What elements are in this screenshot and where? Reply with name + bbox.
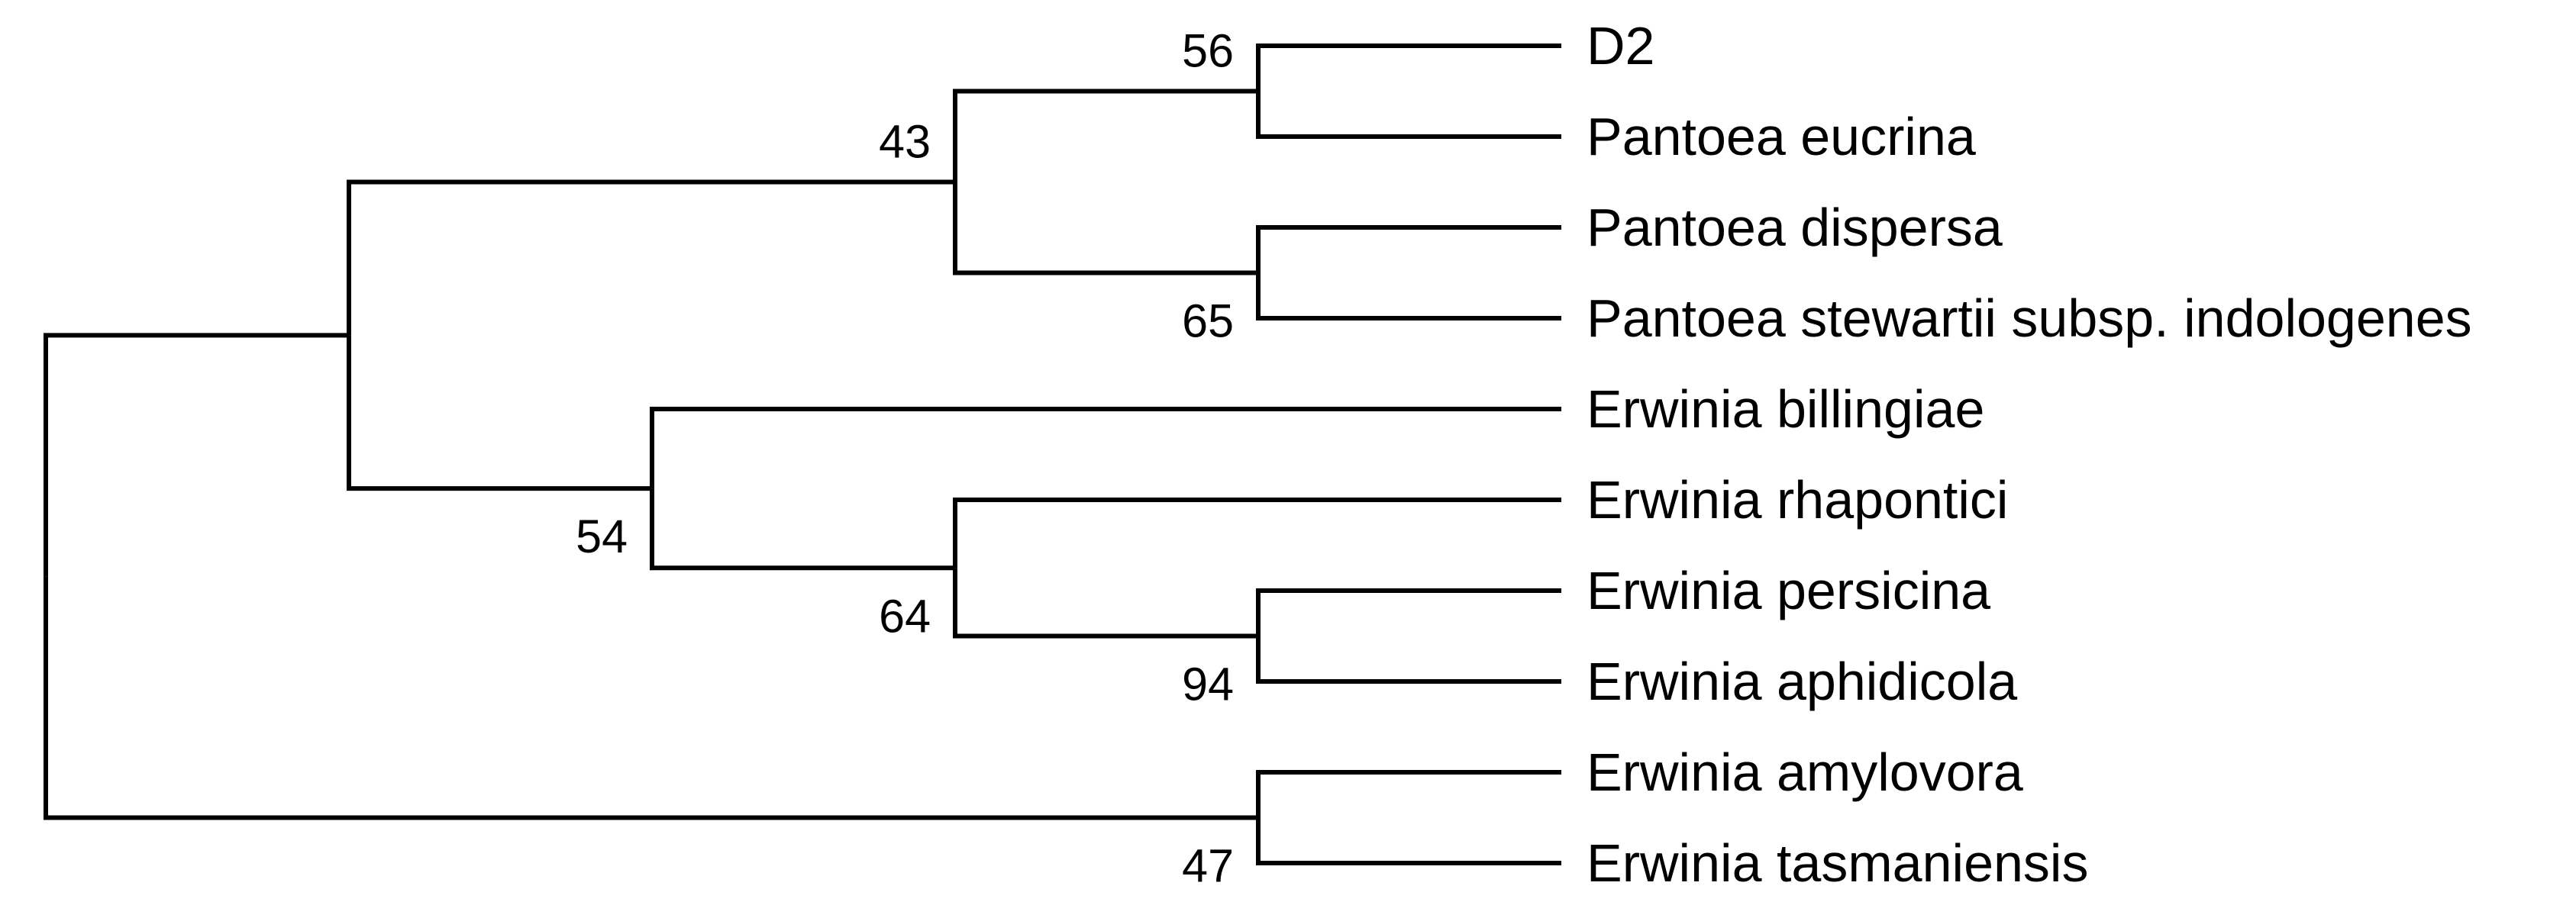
- clade-branch-line: [953, 568, 1258, 639]
- support-value: 43: [879, 116, 931, 168]
- taxon-label: Erwinia aphidicola: [1587, 652, 2017, 711]
- clade-branch-line: [44, 576, 1258, 820]
- leaf-branch-line: [650, 407, 1561, 489]
- leaf-branch-line: [1256, 43, 1561, 92]
- taxon-label: Pantoea dispersa: [1587, 198, 2003, 257]
- taxon-label: Erwinia tasmaniensis: [1587, 833, 2088, 893]
- leaf-branch-line: [1256, 636, 1561, 684]
- clade-branch-line: [347, 179, 955, 336]
- clade-branch-line: [953, 182, 1258, 275]
- leaf-branch-line: [1256, 225, 1561, 273]
- clade-branch-line: [44, 333, 349, 577]
- leaf-branch-line: [1256, 770, 1561, 818]
- taxon-label: Pantoea stewartii subsp. indologenes: [1587, 288, 2472, 348]
- support-value: 56: [1182, 25, 1234, 77]
- support-value: 64: [879, 590, 931, 642]
- leaf-branch-line: [953, 498, 1561, 569]
- taxon-label: D2: [1587, 16, 1654, 76]
- leaf-branch-line: [1256, 91, 1561, 139]
- taxon-label: Erwinia persicina: [1587, 561, 1990, 620]
- clade-branch-line: [953, 89, 1258, 182]
- support-value: 65: [1182, 295, 1234, 347]
- support-value: 54: [576, 511, 628, 562]
- support-value: 94: [1182, 659, 1234, 710]
- support-value: 47: [1182, 840, 1234, 892]
- taxon-label: Erwinia billingiae: [1587, 379, 1984, 439]
- taxon-label: Erwinia rhapontici: [1587, 470, 2008, 530]
- leaf-branch-line: [1256, 588, 1561, 636]
- taxon-label: Pantoea eucrina: [1587, 107, 1976, 166]
- leaf-branch-line: [1256, 817, 1561, 865]
- leaf-branch-line: [1256, 272, 1561, 320]
- clade-branch-line: [347, 335, 652, 491]
- clade-branch-line: [650, 488, 955, 571]
- taxon-label: Erwinia amylovora: [1587, 742, 2023, 802]
